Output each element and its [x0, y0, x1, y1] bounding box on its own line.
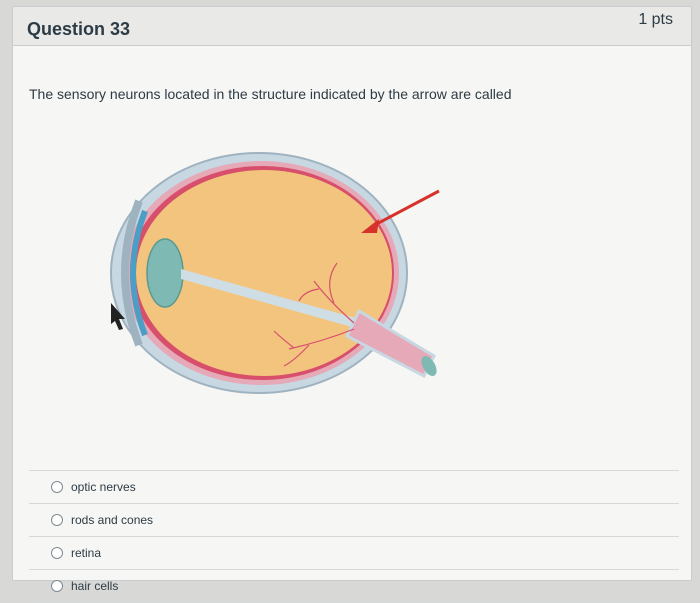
answer-option[interactable]: optic nerves	[29, 470, 679, 503]
radio-button-icon[interactable]	[51, 580, 63, 592]
answer-label: optic nerves	[71, 480, 136, 494]
mouse-cursor-icon	[111, 303, 125, 330]
question-body: The sensory neurons located in the struc…	[13, 46, 691, 603]
question-header: Question 33 1 pts	[13, 7, 691, 46]
answer-label: rods and cones	[71, 513, 154, 527]
indicator-arrow-shaft	[370, 189, 440, 229]
radio-button-icon[interactable]	[51, 547, 63, 559]
radio-button-icon[interactable]	[51, 514, 63, 526]
iris	[130, 209, 148, 337]
answer-label: hair cells	[71, 579, 119, 593]
answer-option[interactable]: retina	[29, 536, 679, 569]
vitreous-body	[136, 170, 392, 376]
answer-option[interactable]: hair cells	[29, 569, 679, 603]
radio-button-icon[interactable]	[51, 481, 63, 493]
question-prompt: The sensory neurons located in the struc…	[29, 86, 512, 102]
optic-nerve-end	[421, 356, 437, 376]
question-title: Question 33	[27, 19, 131, 39]
eye-diagram	[110, 152, 440, 394]
lens	[146, 238, 184, 308]
answer-label: retina	[71, 546, 102, 560]
optic-nerve	[345, 308, 436, 379]
answer-option[interactable]: rods and cones	[29, 503, 679, 536]
hyaloid-canal	[181, 269, 359, 329]
indicator-arrow-head	[361, 219, 379, 233]
question-points: 1 pts	[638, 11, 673, 28]
question-panel: Question 33 1 pts The sensory neurons lo…	[12, 6, 692, 603]
answer-list: optic nerves rods and cones retina hair …	[29, 470, 679, 603]
blood-vessels	[273, 262, 355, 367]
cornea	[121, 199, 143, 347]
